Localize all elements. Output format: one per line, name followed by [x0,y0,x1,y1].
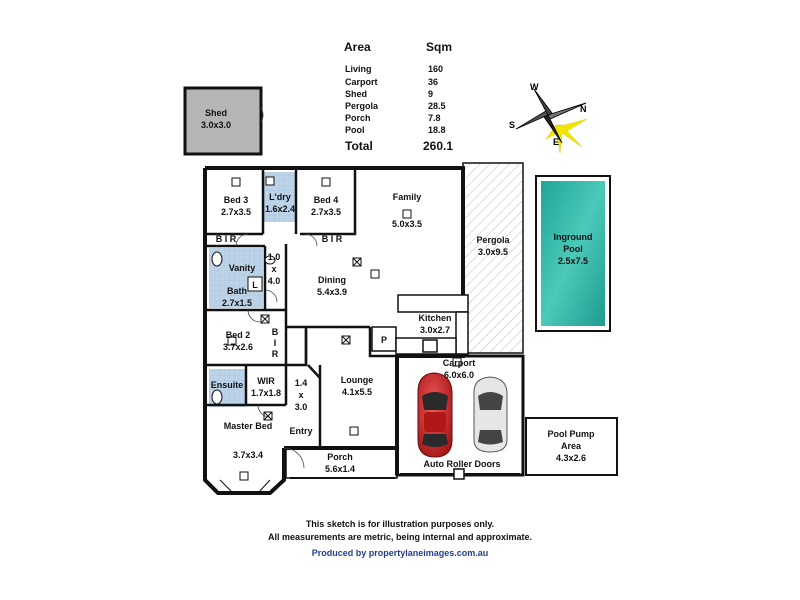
interior-walls [205,168,397,448]
area-row-value: 7.8 [428,113,441,123]
room-label-pantry: P [380,335,387,345]
room-label-ensuite: Ensuite [210,380,244,390]
pool-pump-area [525,417,618,476]
grey-car-icon [473,376,508,453]
inground-pool [535,175,611,332]
room-label-roller-doors: Auto Roller Doors [423,459,501,469]
room-label-entry: Entry [289,426,313,436]
room-label-bir-bed4: B I R [321,234,343,244]
compass-south-label: S [509,120,515,130]
kitchen-bench [371,294,469,355]
area-row-name: Pergola [345,101,379,111]
room-label-bir-bed3: B I R [215,234,237,244]
area-row-name: Porch [345,113,371,123]
total-label: Total [345,139,373,153]
sqm-column-header: Sqm [426,40,453,54]
area-row-value: 18.8 [428,125,446,135]
total-value: 260.1 [423,139,454,153]
sun-star-icon [545,118,588,154]
area-row-value: 36 [428,77,439,87]
area-row-name: Pool [345,125,365,135]
compass-north-label: N [580,104,587,114]
area-row-value: 9 [428,89,434,99]
area-row-name: Living [345,64,372,74]
porch [285,447,398,479]
credit-line: Produced by propertylaneimages.com.au [311,548,489,558]
carport [395,354,525,480]
compass-rose: W N S E [509,82,588,154]
room-label-bir-bed2: B I R [271,327,279,359]
pergola [462,162,524,354]
compass-needle-icon [515,88,587,144]
red-car-icon [417,372,453,458]
compass-east-label: E [553,137,559,147]
area-row-value: 160 [428,64,444,74]
disclaimer-line-1: This sketch is for illustration purposes… [305,519,495,529]
compass-west-label: W [530,82,539,92]
disclaimer-line-2: All measurements are metric, being inter… [267,532,533,542]
room-label-vanity: Vanity [228,263,256,273]
room-label-wc: L [252,280,258,290]
area-row-name: Carport [345,77,378,87]
fixture-icons [227,177,462,481]
area-column-header: Area [344,40,371,54]
sanitary-fixtures [211,176,276,405]
shed [183,86,264,156]
area-row-name: Shed [345,89,368,99]
area-row-value: 28.5 [428,101,446,111]
